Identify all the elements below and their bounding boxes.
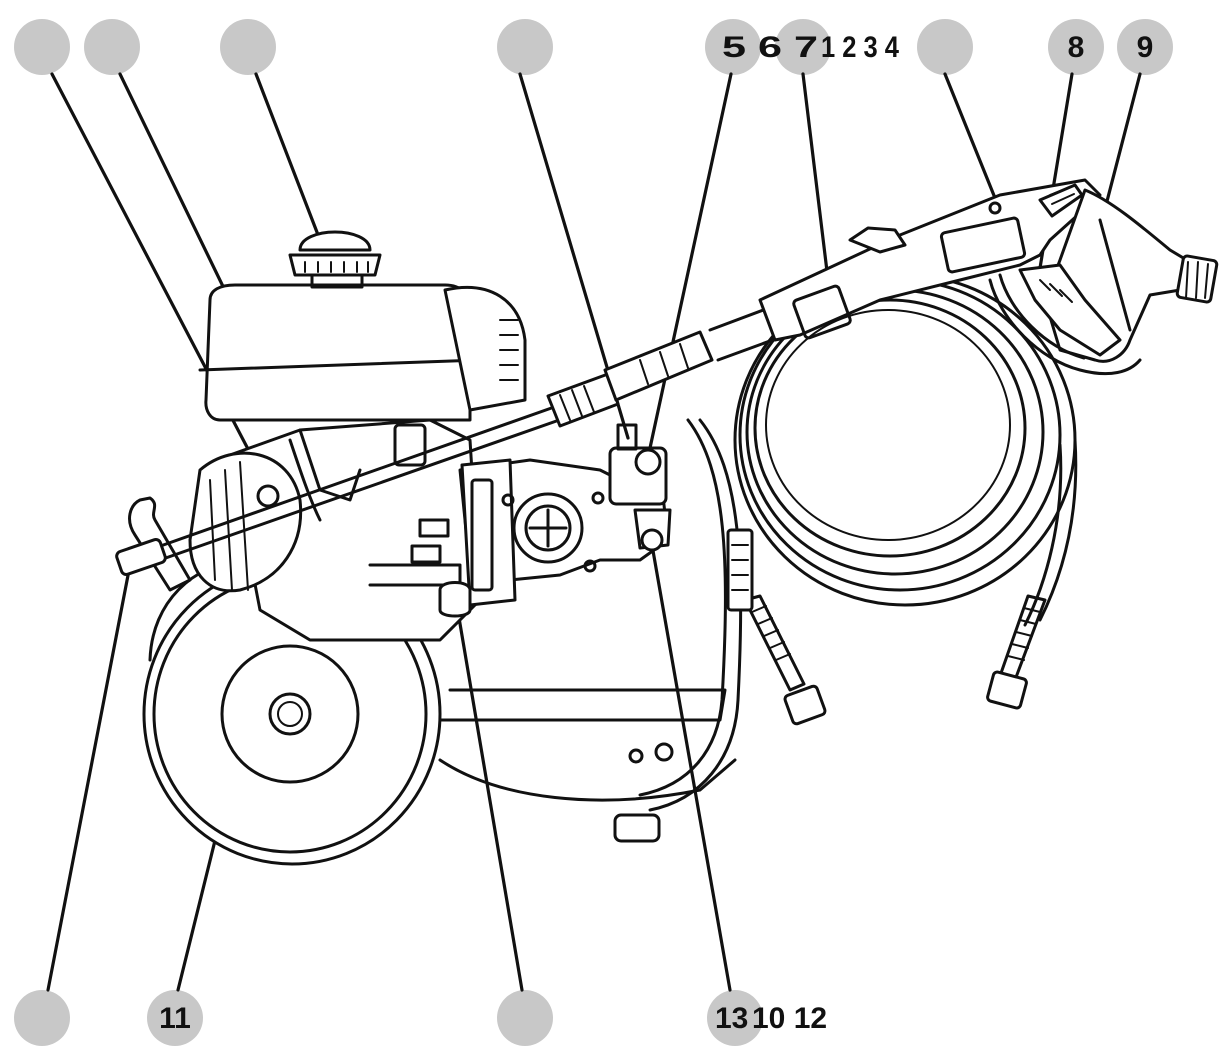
- recoil-starter: [128, 451, 303, 593]
- callout-badge-9: [1117, 19, 1173, 75]
- callout-label-bottom-4: 10 12: [752, 1002, 827, 1035]
- callout-badge-11: [147, 990, 203, 1046]
- callout-badge-5: [705, 19, 761, 75]
- callout-badge-empty-7: [497, 990, 553, 1046]
- pump: [438, 423, 672, 618]
- callout-badge-empty-5: [917, 19, 973, 75]
- frame: [438, 418, 743, 843]
- illustration: [115, 178, 1219, 866]
- fuel-cap: [288, 230, 382, 289]
- leader-line-2: [118, 72, 234, 307]
- leader-line-13: [650, 543, 732, 992]
- callout-badge-empty-1: [14, 19, 70, 75]
- callout-badge-empty-4: [497, 19, 553, 75]
- callout-badge-empty-3: [220, 19, 276, 75]
- callout-label-top-4: 5 6 7: [722, 31, 818, 64]
- callout-label-bottom-1: 11: [159, 1002, 191, 1035]
- callout-label-top-7: 8: [1068, 31, 1085, 64]
- engine: [228, 418, 482, 642]
- leader-line-1: [50, 72, 274, 497]
- callout-badge-empty-2: [84, 19, 140, 75]
- callout-label-bottom-3: 13: [715, 1002, 748, 1035]
- callout-badge-13: [707, 990, 763, 1046]
- lance: [115, 298, 802, 576]
- callout-label-top-5: 1 2 3 4: [821, 31, 899, 64]
- callout-badges-bottom: 11 13 10 12: [14, 990, 827, 1046]
- leader-line-b1: [46, 563, 132, 992]
- frame-bracket: [726, 528, 754, 612]
- leader-line-3: [254, 72, 322, 242]
- fuel-tank: [198, 283, 527, 422]
- leader-line-7: [801, 72, 832, 298]
- trigger: [988, 188, 1219, 376]
- spray-gun: [758, 178, 1102, 342]
- callout-badge-empty-6: [14, 990, 70, 1046]
- callout-badge-8: [1048, 19, 1104, 75]
- hose-end-fittings: [743, 594, 1047, 726]
- leader-line-5: [648, 72, 733, 450]
- leader-line-b3: [454, 598, 524, 992]
- callout-badge-7: [775, 19, 831, 75]
- callout-label-top-8: 9: [1137, 31, 1154, 64]
- leader-line-6: [943, 72, 997, 200]
- callout-badges-top: 5 6 7 1 2 3 4 8 9: [14, 19, 1173, 75]
